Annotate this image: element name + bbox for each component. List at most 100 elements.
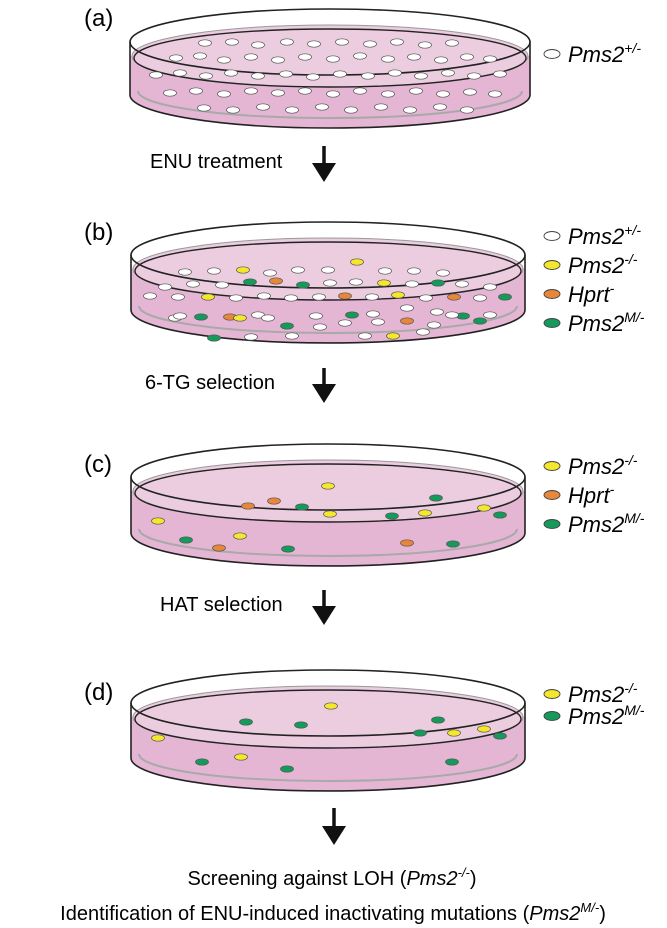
cell-colony [419,294,433,302]
cell-colony [271,89,285,97]
legend-item-pms2_m: Pms2M/- [543,702,645,729]
cell-colony [353,87,367,95]
cell-colony [323,279,337,287]
legend-swatch-icon [543,490,561,500]
step-hat-selection: HAT selection [160,594,283,616]
cell-colony [414,72,428,80]
cell-colony [298,87,312,95]
cell-colony [445,758,459,766]
legend-label: Pms2M/- [568,702,645,729]
cell-colony [324,702,338,710]
cell-colony [338,292,352,300]
cell-colony [381,55,395,63]
cell-colony [207,267,221,275]
legend-c: Pms2-/-Hprt-Pms2M/- [543,452,645,537]
legend-swatch-icon [543,260,561,270]
cell-colony [212,544,226,552]
cell-colony [178,268,192,276]
cell-colony [436,269,450,277]
cell-colony [173,312,187,320]
cell-colony [143,292,157,300]
cell-colony [173,69,187,77]
cell-colony [151,734,165,742]
cell-colony [291,266,305,274]
legend-label: Pms2M/- [568,309,645,336]
legend-label: Pms2M/- [568,510,645,537]
cell-colony [217,56,231,64]
cell-colony [358,332,372,340]
cell-colony [409,87,423,95]
cell-colony [285,106,299,114]
legend-item-pms2_m: Pms2M/- [543,309,645,336]
cell-colony [400,304,414,312]
legend-label: Hprt- [568,481,615,508]
cell-colony [434,56,448,64]
cell-colony [186,280,200,288]
cell-colony [363,40,377,48]
legend-item-pms2_het: Pms2+/- [543,222,641,249]
cell-colony [198,39,212,47]
cell-colony [261,314,275,322]
legend-item-pms2_null: Pms2-/- [543,680,638,707]
cell-colony [169,54,183,62]
legend-d: Pms2-/-Pms2M/- [543,680,645,729]
cell-colony [416,328,430,336]
cell-colony [365,293,379,301]
cell-colony [313,323,327,331]
panel-label-d: (d) [84,679,113,706]
cell-colony [195,758,209,766]
cell-colony [385,512,399,520]
panel-label-a: (a) [84,5,113,32]
legend-label: Pms2+/- [568,40,641,67]
arrowhead-icon [312,606,336,625]
legend-swatch-icon [543,461,561,471]
cell-colony [477,504,491,512]
cell-colony [460,106,474,114]
medium-rim [133,28,527,88]
cell-colony [400,317,414,325]
cell-colony [390,38,404,46]
cell-colony [315,103,329,111]
dish-base [130,532,526,567]
cell-colony [483,55,497,63]
cell-colony [263,269,277,277]
medium-rim [134,689,522,749]
caption-line-2: Identification of ENU-induced inactivati… [60,900,606,925]
cell-colony [427,321,441,329]
legend-swatch-icon [543,711,561,721]
cell-colony [199,72,213,80]
cell-colony [225,38,239,46]
legend-swatch-icon [543,318,561,328]
cell-colony [312,293,326,301]
cell-colony [477,725,491,733]
cell-colony [405,280,419,288]
cell-colony [207,334,221,342]
dish-inner-edge [138,528,518,557]
cell-colony [251,72,265,80]
legend-label: Hprt- [568,280,615,307]
cell-colony [488,90,502,98]
cell-colony [403,106,417,114]
petri-dish-d [130,669,526,792]
cell-colony [244,53,258,61]
petri-dish-a [129,8,531,129]
legend-label: Pms2-/- [568,251,638,278]
dish-inner-edge [137,90,523,119]
cell-colony [473,294,487,302]
legend-label: Pms2+/- [568,222,641,249]
cell-colony [431,716,445,724]
cell-colony [280,765,294,773]
legend-label: Pms2-/- [568,680,638,707]
cell-colony [338,319,352,327]
cell-colony [217,90,231,98]
cell-colony [431,279,445,287]
cell-colony [378,267,392,275]
cell-colony [429,494,443,502]
cell-colony [279,70,293,78]
cell-colony [493,732,507,740]
cell-colony [447,293,461,301]
cell-colony [171,293,185,301]
panel-label-c: (c) [84,451,112,478]
